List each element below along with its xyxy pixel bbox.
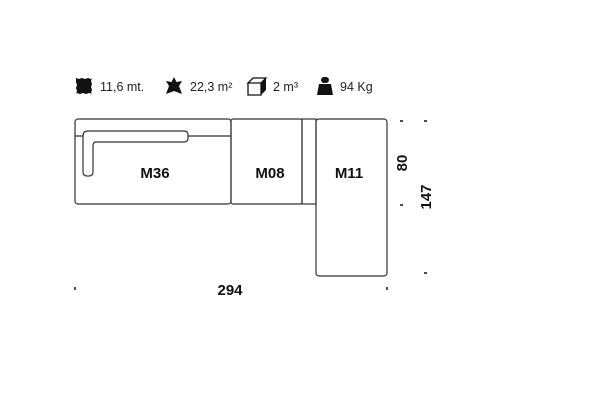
module-label-m11: M11	[335, 165, 363, 182]
volume-amount: 2 m³	[273, 80, 298, 94]
module-label-m08: M08	[255, 165, 284, 182]
module-m11	[315, 118, 388, 277]
fabric-icon	[76, 78, 92, 94]
armrest	[82, 130, 189, 177]
width-dimension: 294	[217, 282, 243, 299]
total-depth-dimension: 147	[418, 184, 435, 209]
module-label-m36: M36	[140, 165, 169, 182]
leather-hide-icon	[166, 77, 182, 94]
leather-amount: 22,3 m²	[190, 80, 233, 94]
cube-volume-icon	[246, 77, 268, 96]
module-m08	[230, 118, 303, 205]
depth-dimension: 80	[394, 155, 411, 172]
connector-strip	[301, 118, 317, 205]
weight-amount: 94 Kg	[340, 80, 373, 94]
dimension-ticks	[74, 120, 427, 290]
fabric-amount: 11,6 mt.	[100, 80, 145, 94]
weight-icon	[317, 77, 333, 95]
